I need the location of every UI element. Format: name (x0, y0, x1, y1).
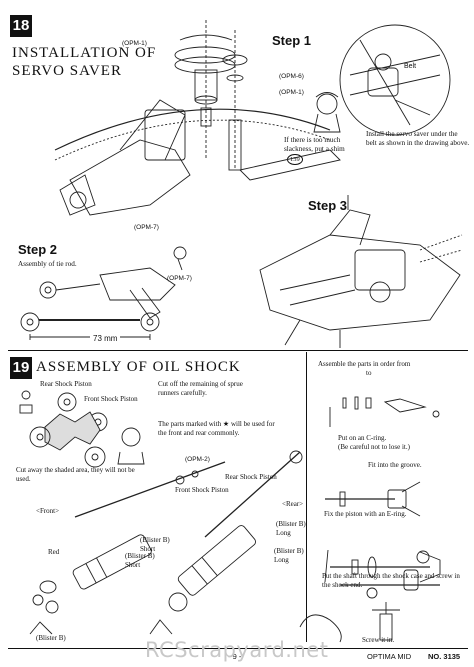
section-divider-vertical (306, 352, 307, 642)
part-opm6: (OPM-6) (279, 73, 304, 80)
c-ring-note: Put on an C-ring. (338, 434, 387, 442)
model-name: OPTIMA MID (367, 652, 412, 661)
front-label: <Front> (36, 507, 60, 515)
rear-label: <Rear> (282, 500, 304, 508)
front-piston-label: Front Shock Piston (84, 395, 138, 403)
c-ring-care-note: (Be careful not to lose it.) (338, 443, 410, 451)
blister-b-long-label-1: (Blister B) Long (276, 520, 306, 537)
part-opm2-label: (OPM-2) (185, 456, 210, 463)
front-piston-label-2: Front Shock Piston (175, 486, 229, 494)
part-opm1-top: (OPM-1) (122, 40, 147, 47)
step-3-label: Step 3 (308, 198, 348, 213)
assemble-order-to: to (366, 369, 372, 377)
blister-b-long-label-2: (Blister B) Long (274, 547, 304, 564)
blister-b-short-label-2: (Blister B) Short (125, 552, 155, 569)
fit-groove-note: Fit into the groove. (368, 461, 422, 469)
section-18-number: 18 (10, 15, 32, 37)
rear-piston-label-2: Rear Shock Piston (225, 473, 277, 481)
part-opm7-b: (OPM-7) (167, 275, 192, 282)
section-19-number: 19 (10, 357, 32, 379)
red-label: Red (48, 548, 60, 556)
blister-b-short-label-1: (Blister B) Short (140, 536, 170, 553)
assemble-order-note: Assemble the parts in order from (318, 360, 411, 368)
install-note: Install the servo saver under the belt a… (366, 130, 470, 147)
page-number: - 9 - (228, 652, 242, 661)
blister-b-label: (Blister B) (36, 634, 66, 642)
section-divider-horizontal (8, 350, 468, 352)
document-number: NO. 3135 (428, 652, 461, 661)
step-2-label: Step 2 (18, 242, 58, 257)
section-19-title: ASSEMBLY OF OIL SHOCK (36, 359, 241, 375)
screw-in-note: Screw it in. (362, 636, 395, 644)
shim-note: If there is too much slackness, put a sh… (284, 136, 345, 153)
watermark: RCScrapyard.net (145, 638, 329, 662)
marked-parts-note: The parts marked with ★ will be used for… (158, 420, 275, 437)
section-18-illustration (20, 20, 463, 348)
part-opm1-mid: (OPM-1) (279, 89, 304, 96)
tie-rod-note: Assembly of tie rod. (18, 260, 77, 268)
belt-label: Belt (404, 63, 417, 70)
dimension-label: 73 mm (93, 334, 118, 343)
section-18-title-line1: INSTALLATION OF (12, 45, 157, 61)
rear-piston-label: Rear Shock Piston (40, 380, 92, 388)
section-18-title-line2: SERVO SAVER (12, 63, 122, 79)
footer-rule (8, 648, 468, 649)
part-opm7-a: (OPM-7) (134, 224, 159, 231)
cut-sprue-note: Cut off the remaining of sprue runners c… (158, 380, 243, 397)
step-1-label: Step 1 (272, 33, 312, 48)
section-19-illustration (19, 390, 441, 643)
cut-shaded-note: Cut away the shaded area, they will not … (16, 466, 135, 483)
e-ring-note: Fix the piston with an E-ring. (324, 510, 407, 518)
